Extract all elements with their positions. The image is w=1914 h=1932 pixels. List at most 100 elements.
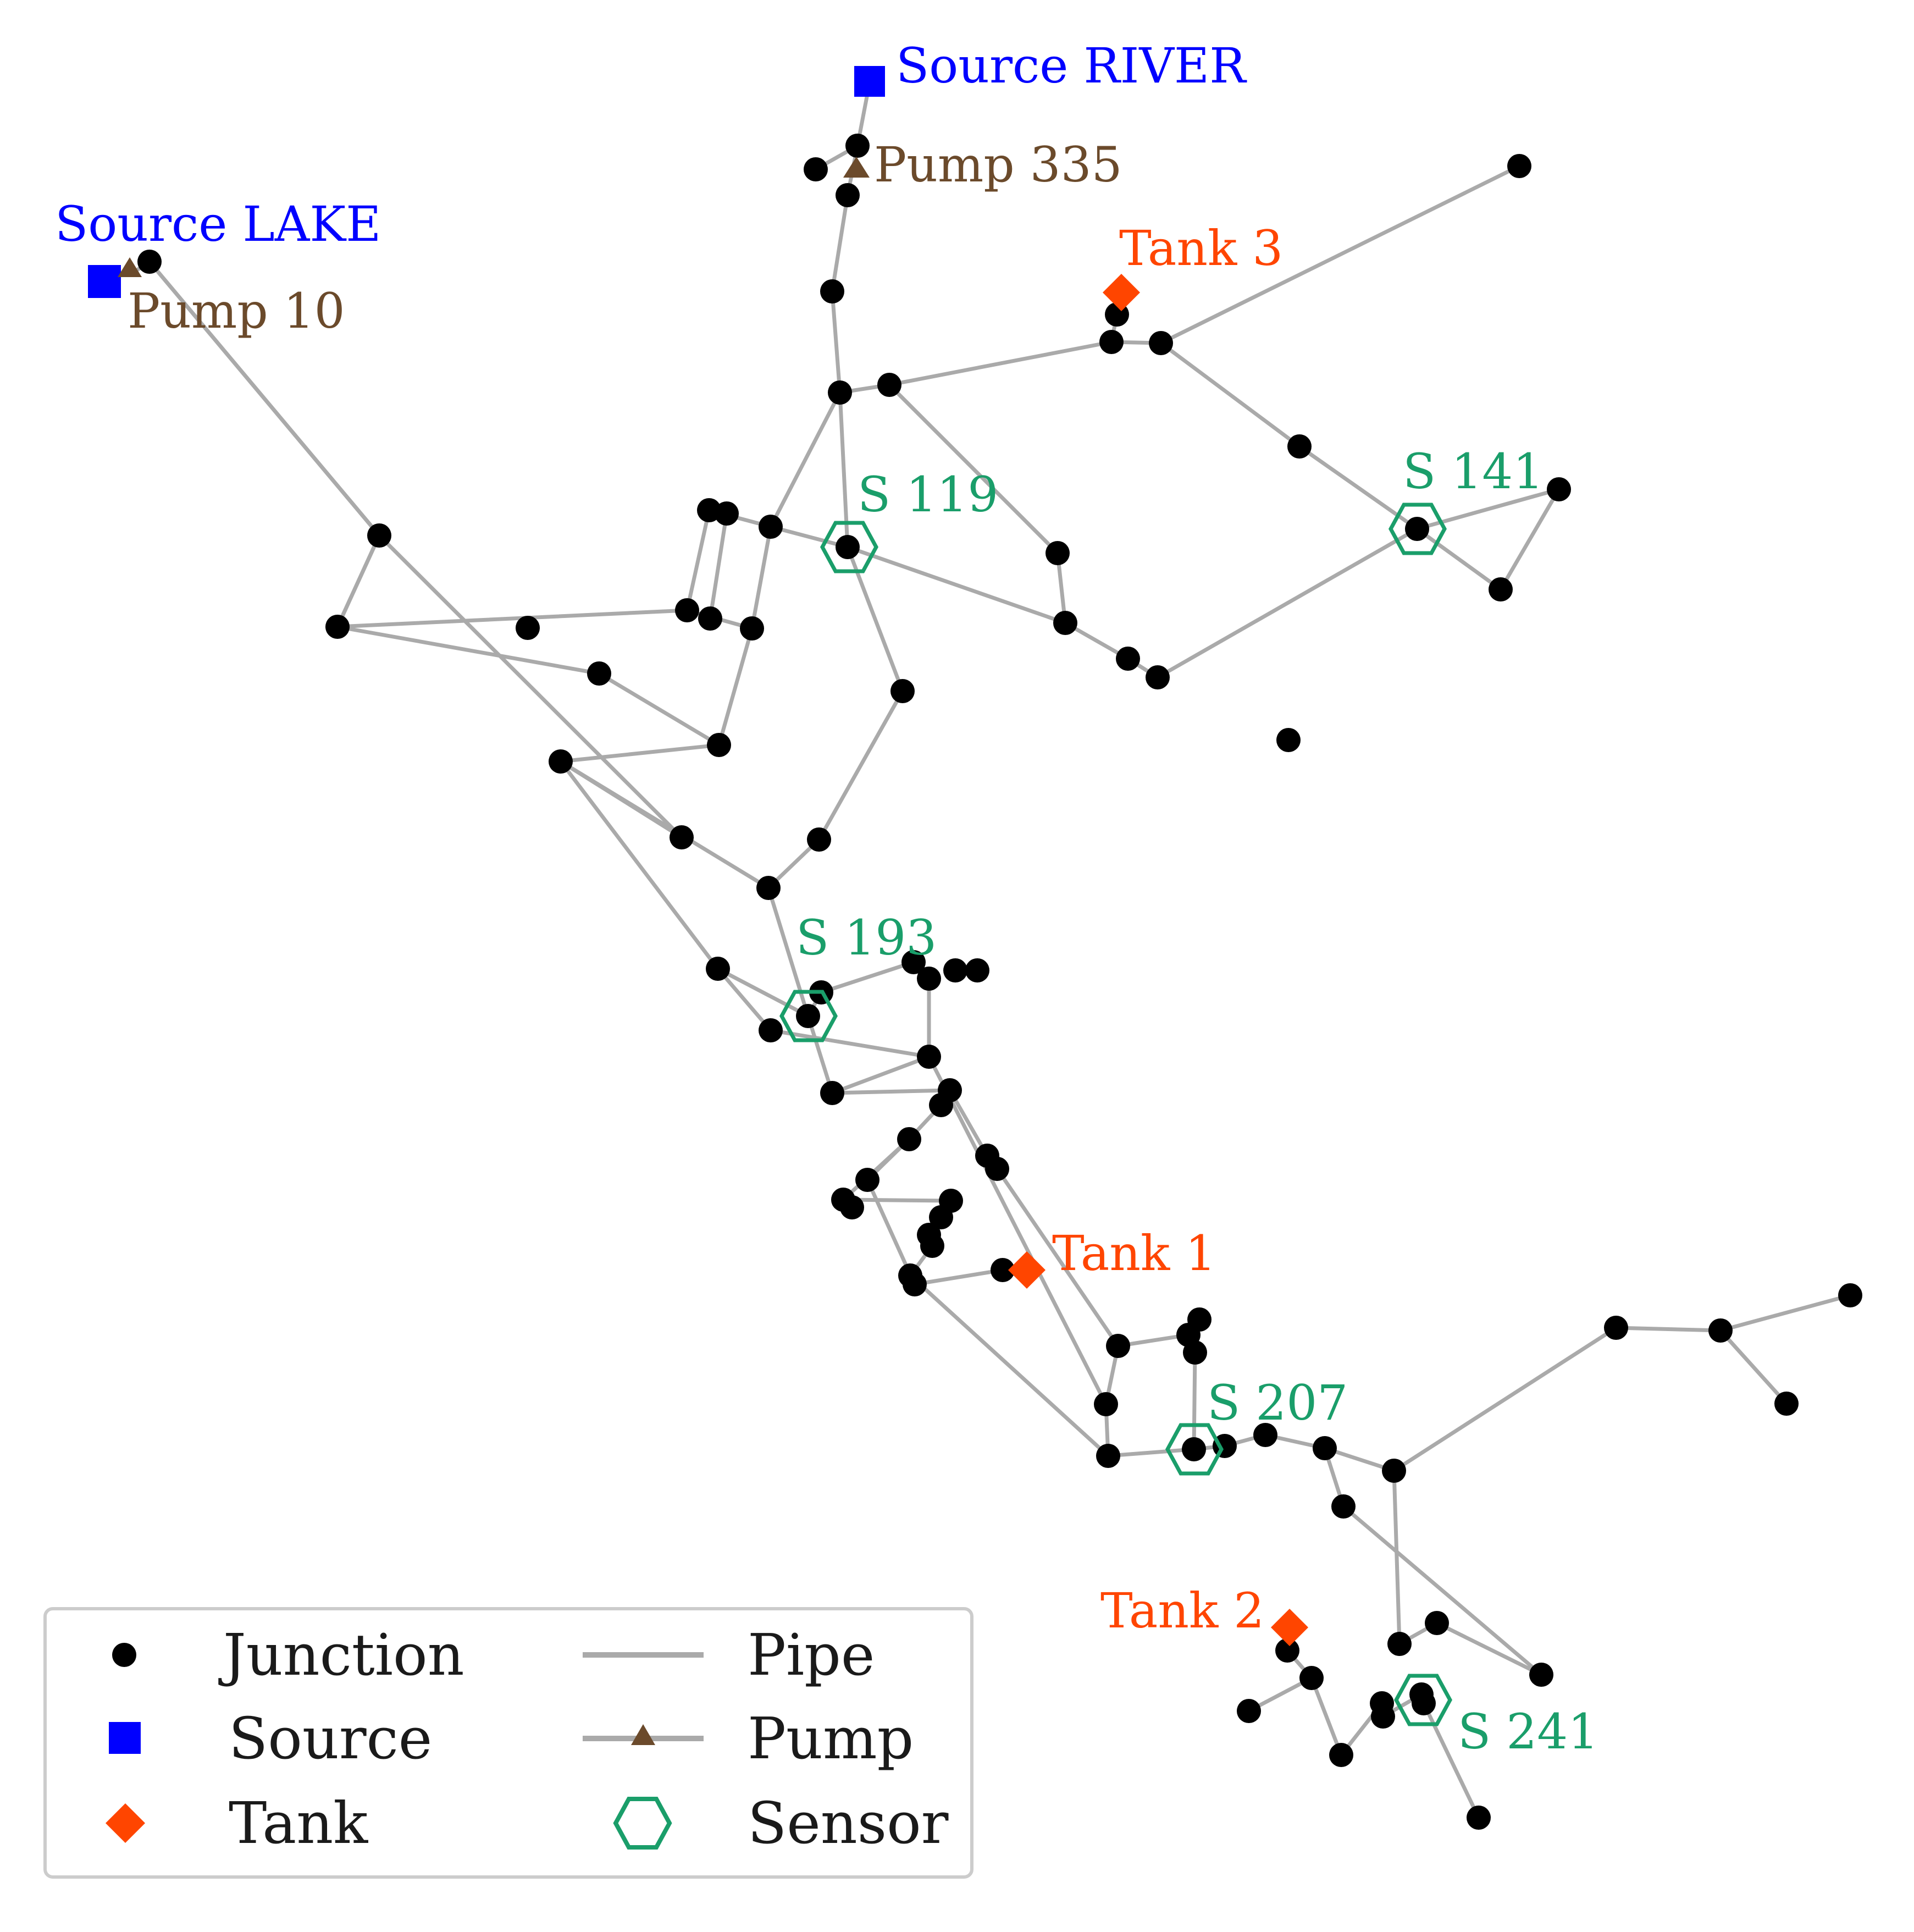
pipe: [766, 886, 810, 1018]
sensor-119-label: S 119: [858, 466, 998, 523]
pipe: [830, 289, 842, 395]
legend: Junction Source Tank Pipe Pump Sensor: [43, 1607, 973, 1879]
junction-node: [1371, 1704, 1395, 1729]
junction-node: [1094, 1392, 1118, 1416]
junction-node: [901, 950, 926, 974]
legend-tank-marker: [106, 1803, 145, 1843]
junction-node: [1253, 1423, 1277, 1447]
pipe: [335, 625, 601, 676]
legend-sensor-marker: [613, 1797, 672, 1850]
pipe: [817, 689, 905, 842]
tank-2-label: Tank 2: [1100, 1582, 1264, 1639]
junction-node: [836, 183, 860, 207]
junction-node: [587, 661, 611, 686]
junction-node: [965, 958, 989, 982]
junction-node: [549, 749, 573, 774]
junction-node: [740, 616, 764, 641]
pipe: [1309, 1676, 1343, 1757]
tank-1-marker: [1008, 1251, 1045, 1289]
legend-source-marker: [109, 1722, 141, 1754]
tank-2: Tank 2: [1100, 1582, 1308, 1646]
junction-node: [137, 250, 162, 274]
source-lake-marker: [88, 265, 121, 298]
source-lake-label: Source LAKE: [55, 196, 381, 252]
sensor-119: S 119: [820, 466, 998, 573]
junction-node: [1313, 1436, 1337, 1460]
sensor-141-label: S 141: [1403, 443, 1544, 500]
sensor-141: S 141: [1389, 443, 1544, 555]
pipe: [948, 1088, 989, 1158]
junction-node: [1096, 1444, 1120, 1468]
pipe: [1718, 1328, 1789, 1406]
sensor-193-label: S 193: [796, 909, 937, 966]
junction-node: [706, 957, 730, 981]
junction-node: [1405, 517, 1429, 541]
pipe: [887, 340, 1114, 387]
junction-node: [1838, 1283, 1862, 1307]
pipe: [558, 759, 771, 890]
pipe: [717, 626, 754, 747]
pipe: [768, 1028, 931, 1059]
pipe: [716, 967, 810, 1018]
sensor-207-label: S 207: [1207, 1375, 1348, 1431]
pipe: [335, 533, 381, 629]
junction-node: [796, 1004, 820, 1028]
junction-node: [1149, 331, 1173, 355]
pipe: [845, 545, 1067, 625]
pipe: [995, 1167, 1120, 1348]
pipe: [845, 545, 905, 693]
junction-node: [1425, 1611, 1449, 1635]
junction-node: [698, 606, 722, 631]
legend-sensor-label: Sensor: [748, 1790, 949, 1857]
sensor-193-marker: [779, 990, 838, 1042]
pipe: [335, 608, 689, 629]
pipe: [558, 743, 721, 764]
pump-10-label: Pump 10: [128, 283, 345, 339]
pipe: [830, 193, 850, 294]
pipe: [768, 390, 842, 529]
junction-node: [920, 1234, 944, 1258]
tank-3: Tank 3: [1103, 220, 1283, 311]
junction-node: [820, 279, 844, 303]
junction-node: [1182, 1437, 1206, 1461]
junction-node: [1299, 1666, 1324, 1690]
legend-tank-label: Tank: [229, 1790, 368, 1857]
junction-node: [1099, 330, 1124, 354]
pipe: [1718, 1293, 1852, 1333]
sensor-119-marker: [820, 521, 878, 573]
pipe: [147, 260, 381, 538]
legend-pipe-label: Pipe: [748, 1621, 875, 1688]
pipe: [830, 1055, 931, 1095]
junction-node: [845, 134, 870, 158]
pipe: [912, 1268, 1005, 1287]
pipe: [1392, 1326, 1618, 1473]
junction-node: [1276, 728, 1301, 752]
junction-node: [897, 1127, 921, 1151]
junction-node: [1287, 434, 1312, 459]
junction-node: [917, 967, 941, 991]
pipe: [685, 508, 711, 612]
junction-node: [1045, 541, 1070, 565]
junction-node: [991, 1258, 1015, 1282]
junction-node: [675, 598, 699, 622]
pipe: [1415, 527, 1503, 592]
sensor-241-label: S 241: [1458, 1703, 1598, 1760]
junction-node: [1331, 1494, 1356, 1519]
pipe: [887, 383, 1060, 555]
junction-node: [516, 616, 540, 640]
pipe: [750, 525, 773, 631]
junction-node: [1547, 477, 1571, 501]
source-river: Source RIVER: [854, 37, 1247, 97]
junction-node: [1237, 1699, 1261, 1723]
pipe: [377, 533, 684, 840]
junction-node: [1183, 1340, 1207, 1365]
pump-335: Pump 335: [843, 136, 1122, 193]
pipe: [927, 1055, 1108, 1406]
junction-node: [1708, 1318, 1733, 1343]
pump-335-label: Pump 335: [874, 136, 1122, 193]
pump-335-marker: [843, 157, 870, 178]
source-river-label: Source RIVER: [896, 37, 1247, 94]
sensor-193: S 193: [779, 909, 937, 1042]
junction-node: [828, 380, 852, 405]
pipe: [1159, 164, 1522, 345]
